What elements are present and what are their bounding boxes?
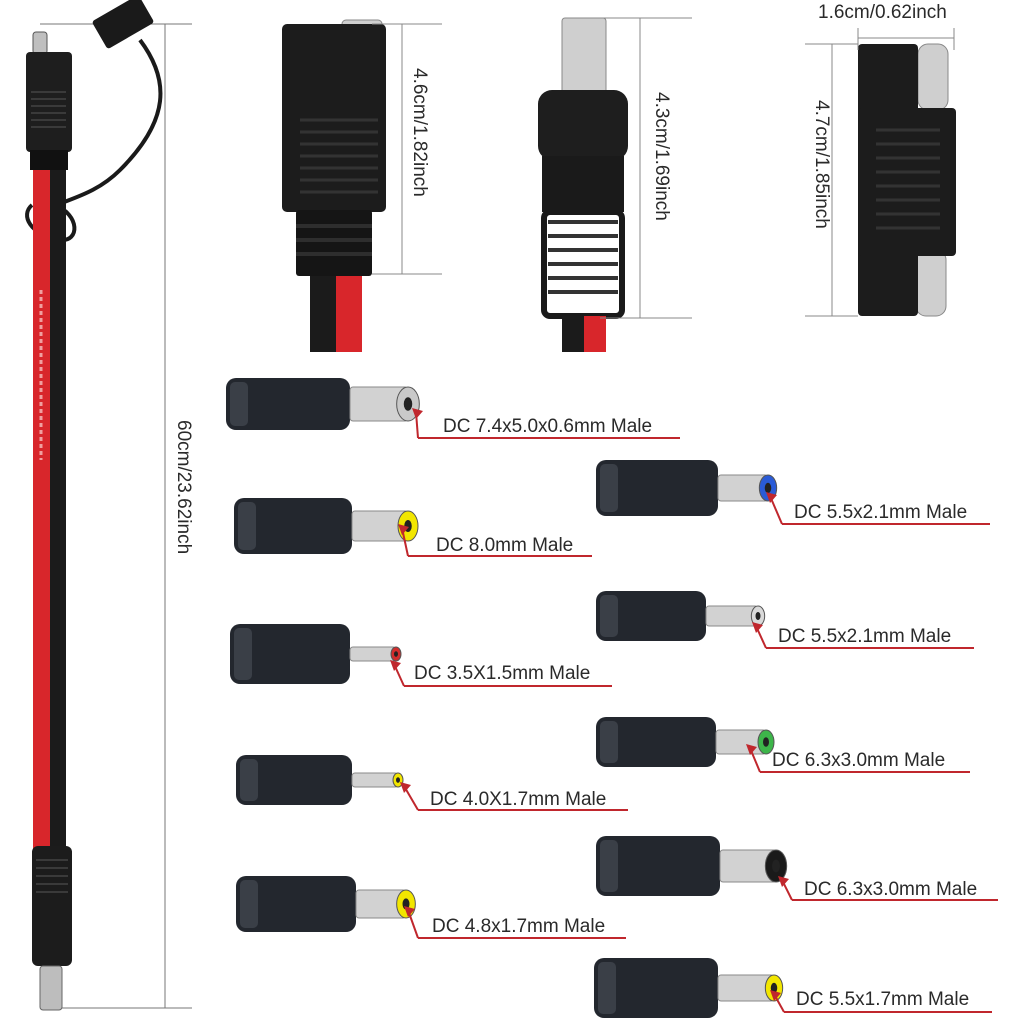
dc-plug-closeup (538, 17, 628, 352)
adapter-pointer-arrow (766, 492, 990, 525)
adapter-tip (226, 378, 420, 430)
adapter-width-label: 1.6cm/0.62inch (818, 2, 947, 23)
sae-connector-top (26, 31, 72, 170)
dc-plug-dimension-lines (600, 17, 692, 319)
adapter-tips (226, 378, 998, 1018)
cable-length-label: 60cm/23.62inch (173, 420, 194, 555)
adapter-label: DC 4.8x1.7mm Male (432, 916, 606, 937)
sae-plug-dimension-lines (372, 23, 442, 275)
adapter-pointer-arrow (770, 990, 992, 1013)
adapter-tip (596, 591, 766, 641)
adapter-length-label: 4.7cm/1.85inch (811, 100, 832, 229)
adapter-label: DC 5.5x1.7mm Male (796, 989, 970, 1010)
adapter-pointer-arrow (778, 876, 998, 901)
adapter-tip (596, 717, 775, 767)
adapter-pointer-arrow (746, 744, 970, 773)
dc-plug-length-label: 4.3cm/1.69inch (651, 92, 672, 221)
adapter-tip (236, 876, 416, 932)
adapter-label: DC 8.0mm Male (436, 535, 574, 556)
adapter-label: DC 5.5x2.1mm Male (794, 502, 968, 523)
adapter-label: DC 5.5x2.1mm Male (778, 626, 952, 647)
adapter-dimension-lines (805, 28, 955, 317)
sae-polarity-adapter (858, 43, 956, 317)
adapter-label: DC 6.3x3.0mm Male (772, 750, 946, 771)
adapter-pointer-arrow (412, 408, 680, 439)
adapter-tip (236, 755, 404, 805)
adapter-pointer-arrow (398, 524, 592, 557)
sae-plug-length-label: 4.6cm/1.82inch (409, 68, 430, 197)
dc-plug-bottom (32, 846, 72, 1011)
cable-wires (33, 170, 66, 850)
adapter-tip (594, 958, 784, 1018)
adapter-pointer-arrow (400, 782, 628, 811)
adapter-tip (230, 624, 402, 684)
adapter-pointer-arrow (752, 622, 974, 649)
sae-plug-closeup (282, 19, 386, 352)
adapter-pointer-arrow (404, 906, 626, 939)
adapter-tip (234, 498, 419, 554)
adapter-pointer-arrow (390, 660, 612, 687)
adapter-tip (596, 460, 778, 516)
adapter-tip (596, 836, 788, 896)
adapter-label: DC 6.3x3.0mm Male (804, 879, 978, 900)
adapter-label: DC 4.0X1.7mm Male (430, 789, 607, 810)
adapter-label: DC 7.4x5.0x0.6mm Male (443, 416, 653, 437)
adapter-label: DC 3.5X1.5mm Male (414, 663, 591, 684)
